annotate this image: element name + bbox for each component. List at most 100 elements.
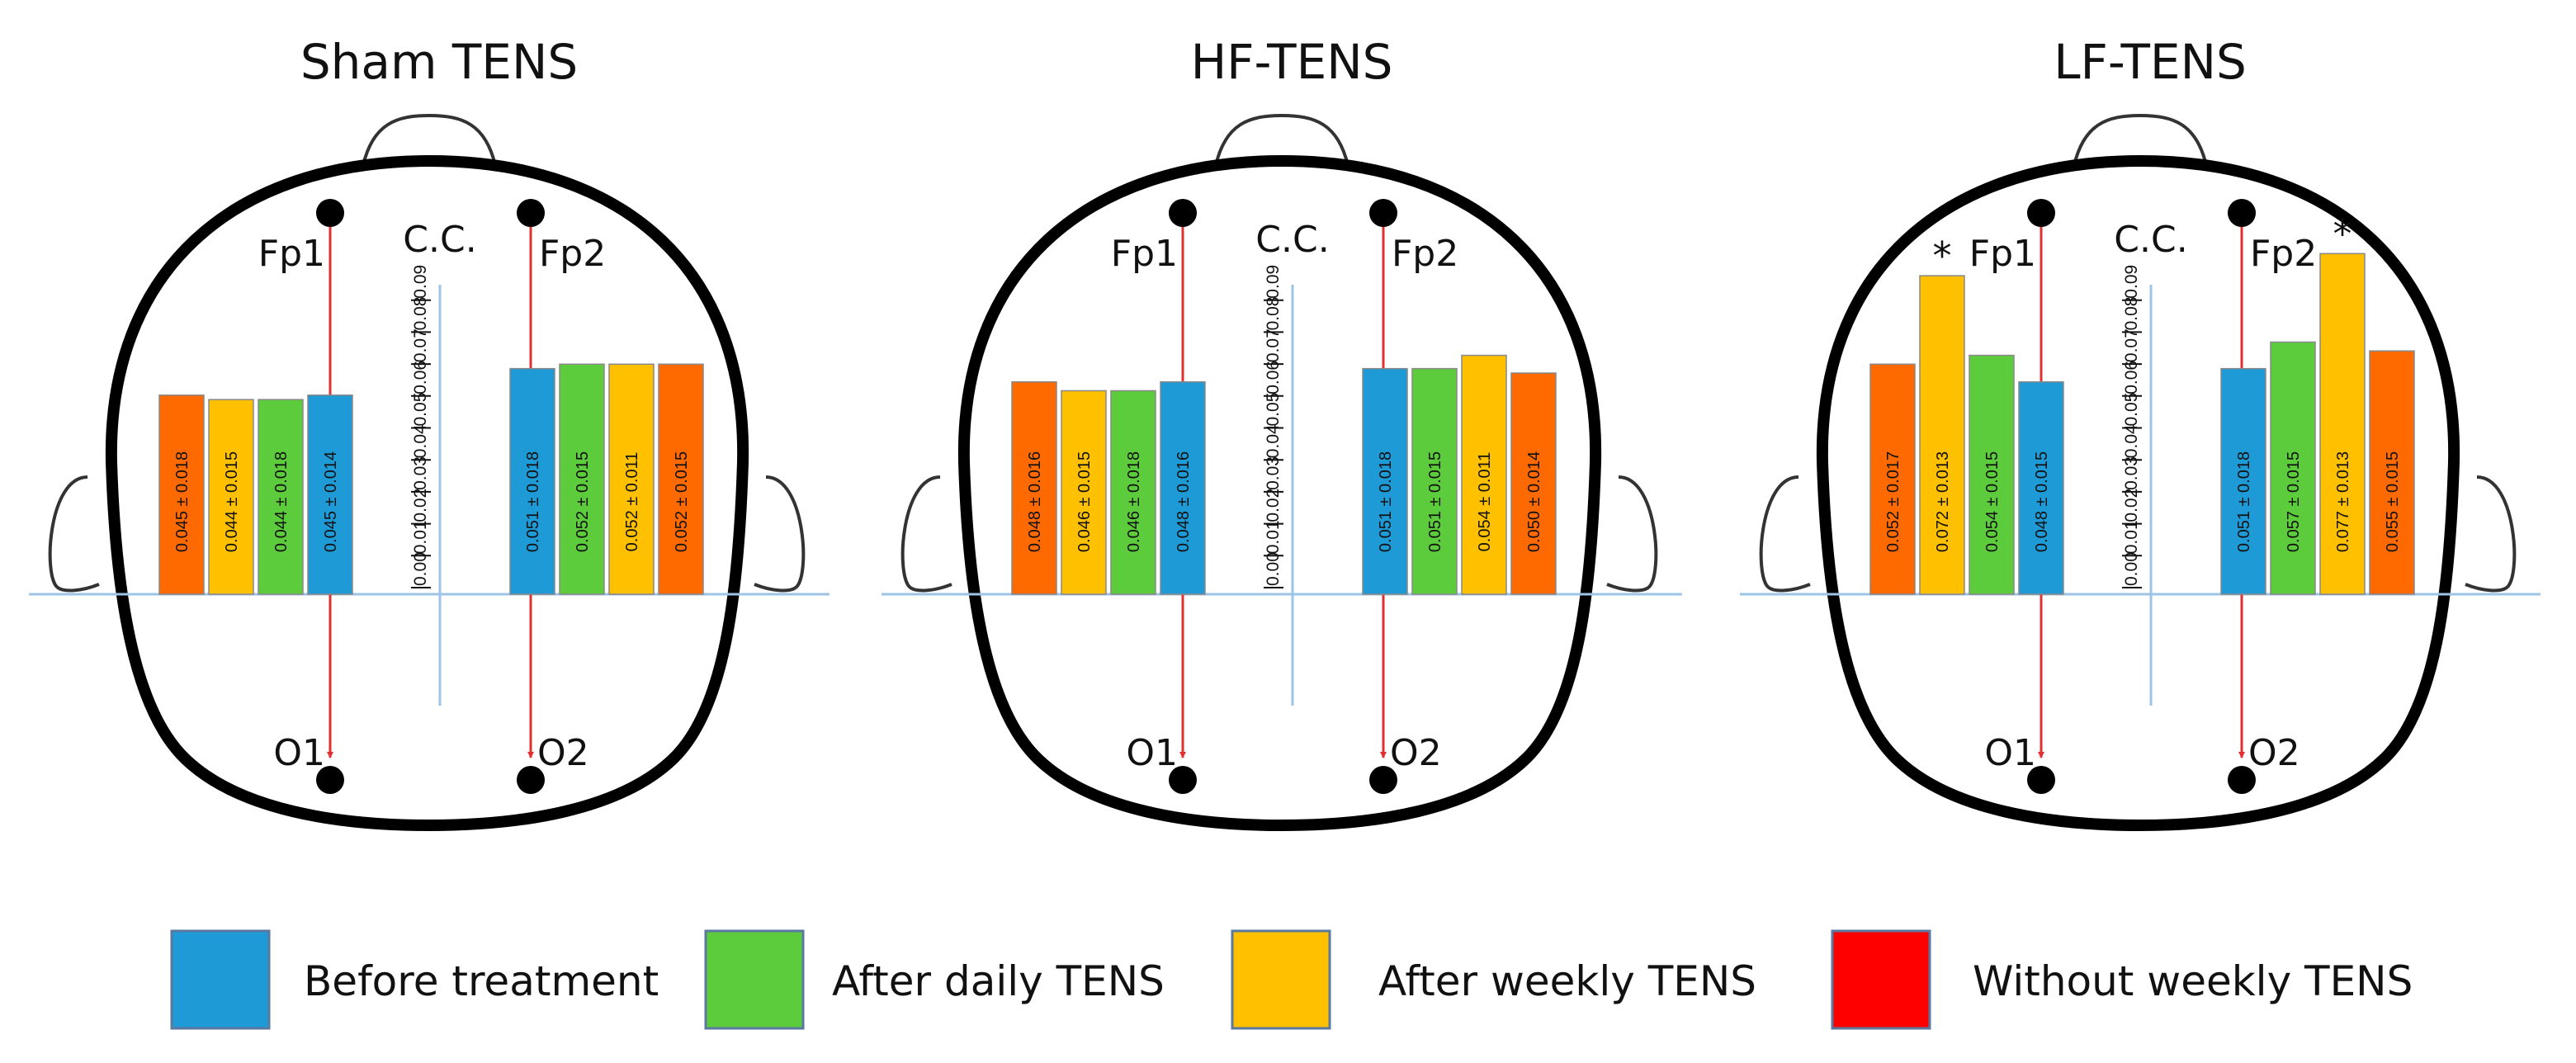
- electrode-dot: [316, 199, 344, 227]
- right-ear: [754, 475, 806, 593]
- y-tick-label: 0.09: [411, 265, 430, 299]
- y-tick-label: 0.08: [411, 297, 430, 331]
- y-tick-label: 0.08: [2122, 297, 2141, 331]
- y-tick-label: 0.03: [411, 456, 430, 490]
- y-tick-label: 0.09: [1264, 265, 1283, 299]
- y-tick-label: 0.06: [1264, 361, 1283, 394]
- bar-value-label: 0.052 ± 0.015: [673, 451, 691, 552]
- legend-swatch-before: [170, 929, 271, 1030]
- y-tick-label: 0.00: [411, 552, 430, 586]
- electrode-label-o1: O1: [1126, 732, 1178, 774]
- y-tick-label: 0.06: [411, 361, 430, 394]
- cc-axis-title: C.C.: [403, 219, 476, 261]
- bar-1-without: [2369, 350, 2415, 595]
- bar-value-label: 0.045 ± 0.014: [322, 451, 340, 552]
- y-tick-label: 0.05: [411, 393, 430, 427]
- bar-1-daily: [2270, 341, 2316, 595]
- legend-label-without: Without weekly TENS: [1973, 957, 2413, 1005]
- bar-value-label: 0.046 ± 0.015: [1075, 451, 1094, 552]
- bar-0-weekly: [1061, 390, 1107, 595]
- bar-0-without: [158, 394, 205, 595]
- electrode-label-fp2: Fp2: [539, 233, 606, 275]
- left-ear: [1759, 475, 1811, 593]
- head-outline: [105, 154, 749, 832]
- legend-label-weekly: After weekly TENS: [1378, 957, 1756, 1005]
- bar-value-label: 0.045 ± 0.018: [173, 451, 191, 552]
- bar-0-daily: [1110, 390, 1156, 595]
- bar-value-label: 0.051 ± 0.018: [524, 451, 542, 552]
- bar-0-daily: [258, 399, 304, 595]
- electrode-dot: [1169, 766, 1197, 794]
- y-tick-label: 0.04: [2122, 424, 2141, 458]
- bar-value-label: 0.077 ± 0.013: [2334, 451, 2352, 552]
- bar-value-label: 0.052 ± 0.015: [574, 451, 592, 552]
- electrode-dot: [2228, 766, 2256, 794]
- y-tick-label: 0.05: [2122, 393, 2141, 427]
- bar-0-daily: [1969, 354, 2015, 595]
- y-tick-label: 0.06: [2122, 361, 2141, 394]
- bar-value-label: 0.051 ± 0.018: [1377, 451, 1395, 552]
- panel-title: HF-TENS: [1191, 34, 1393, 90]
- electrode-label-o2: O2: [2248, 732, 2300, 774]
- legend-swatch-weekly: [1231, 929, 1331, 1030]
- right-ear: [1606, 475, 1658, 593]
- bar-value-label: 0.055 ± 0.015: [2384, 451, 2402, 552]
- bar-1-daily: [1411, 367, 1458, 595]
- y-tick-label: 0.00: [1264, 552, 1283, 586]
- electrode-label-o2: O2: [1390, 732, 1442, 774]
- bar-value-label: 0.046 ± 0.018: [1125, 451, 1143, 552]
- electrode-dot: [1369, 766, 1397, 794]
- legend-swatch-daily: [704, 929, 805, 1030]
- nose: [362, 113, 497, 166]
- bar-1-before: [1362, 367, 1408, 595]
- electrode-dot: [1369, 199, 1397, 227]
- electrode-dot: [2027, 199, 2055, 227]
- legend-swatch-without: [1831, 929, 1931, 1030]
- electrode-label-o1: O1: [273, 732, 325, 774]
- y-tick-label: 0.07: [1264, 328, 1283, 362]
- right-ear: [2465, 475, 2517, 593]
- significance-marker: *: [2333, 211, 2352, 256]
- electrode-label-fp1: Fp1: [1111, 233, 1178, 275]
- y-tick-label: 0.02: [1264, 489, 1283, 522]
- bar-1-weekly: [1461, 354, 1507, 595]
- panel-title: LF-TENS: [2054, 34, 2247, 90]
- cc-axis-title: C.C.: [2114, 219, 2187, 261]
- y-tick-label: 0.02: [411, 489, 430, 522]
- bar-1-before: [509, 367, 555, 595]
- bar-value-label: 0.044 ± 0.018: [272, 451, 291, 552]
- bar-1-before: [2220, 367, 2266, 595]
- bar-value-label: 0.054 ± 0.015: [1983, 451, 2002, 552]
- bar-value-label: 0.054 ± 0.011: [1476, 452, 1494, 552]
- bar-0-without: [1869, 363, 1916, 595]
- y-tick-label: 0.02: [2122, 489, 2141, 522]
- bar-value-label: 0.057 ± 0.015: [2285, 451, 2303, 552]
- bar-value-label: 0.050 ± 0.014: [1525, 451, 1543, 552]
- bar-value-label: 0.048 ± 0.015: [2033, 451, 2051, 552]
- y-tick-label: 0.00: [2122, 552, 2141, 586]
- bar-0-weekly: [1919, 275, 1965, 595]
- bar-value-label: 0.051 ± 0.015: [1426, 451, 1444, 552]
- bar-1-without: [658, 363, 704, 595]
- bar-0-before: [307, 394, 353, 595]
- y-tick-label: 0.08: [1264, 297, 1283, 331]
- left-ear: [48, 475, 100, 593]
- electrode-dot: [2228, 199, 2256, 227]
- y-tick-label: 0.07: [411, 328, 430, 362]
- bar-0-weekly: [208, 399, 254, 595]
- electrode-dot: [517, 199, 545, 227]
- electrode-label-fp2: Fp2: [1392, 233, 1458, 275]
- bar-1-weekly: [2319, 253, 2366, 595]
- head-outline: [1816, 154, 2460, 832]
- electrode-dot: [517, 766, 545, 794]
- electrode-dot: [2027, 766, 2055, 794]
- electrode-label-fp1: Fp1: [258, 233, 325, 275]
- significance-marker: *: [1933, 234, 1952, 278]
- left-ear: [900, 475, 952, 593]
- bar-1-daily: [559, 363, 605, 595]
